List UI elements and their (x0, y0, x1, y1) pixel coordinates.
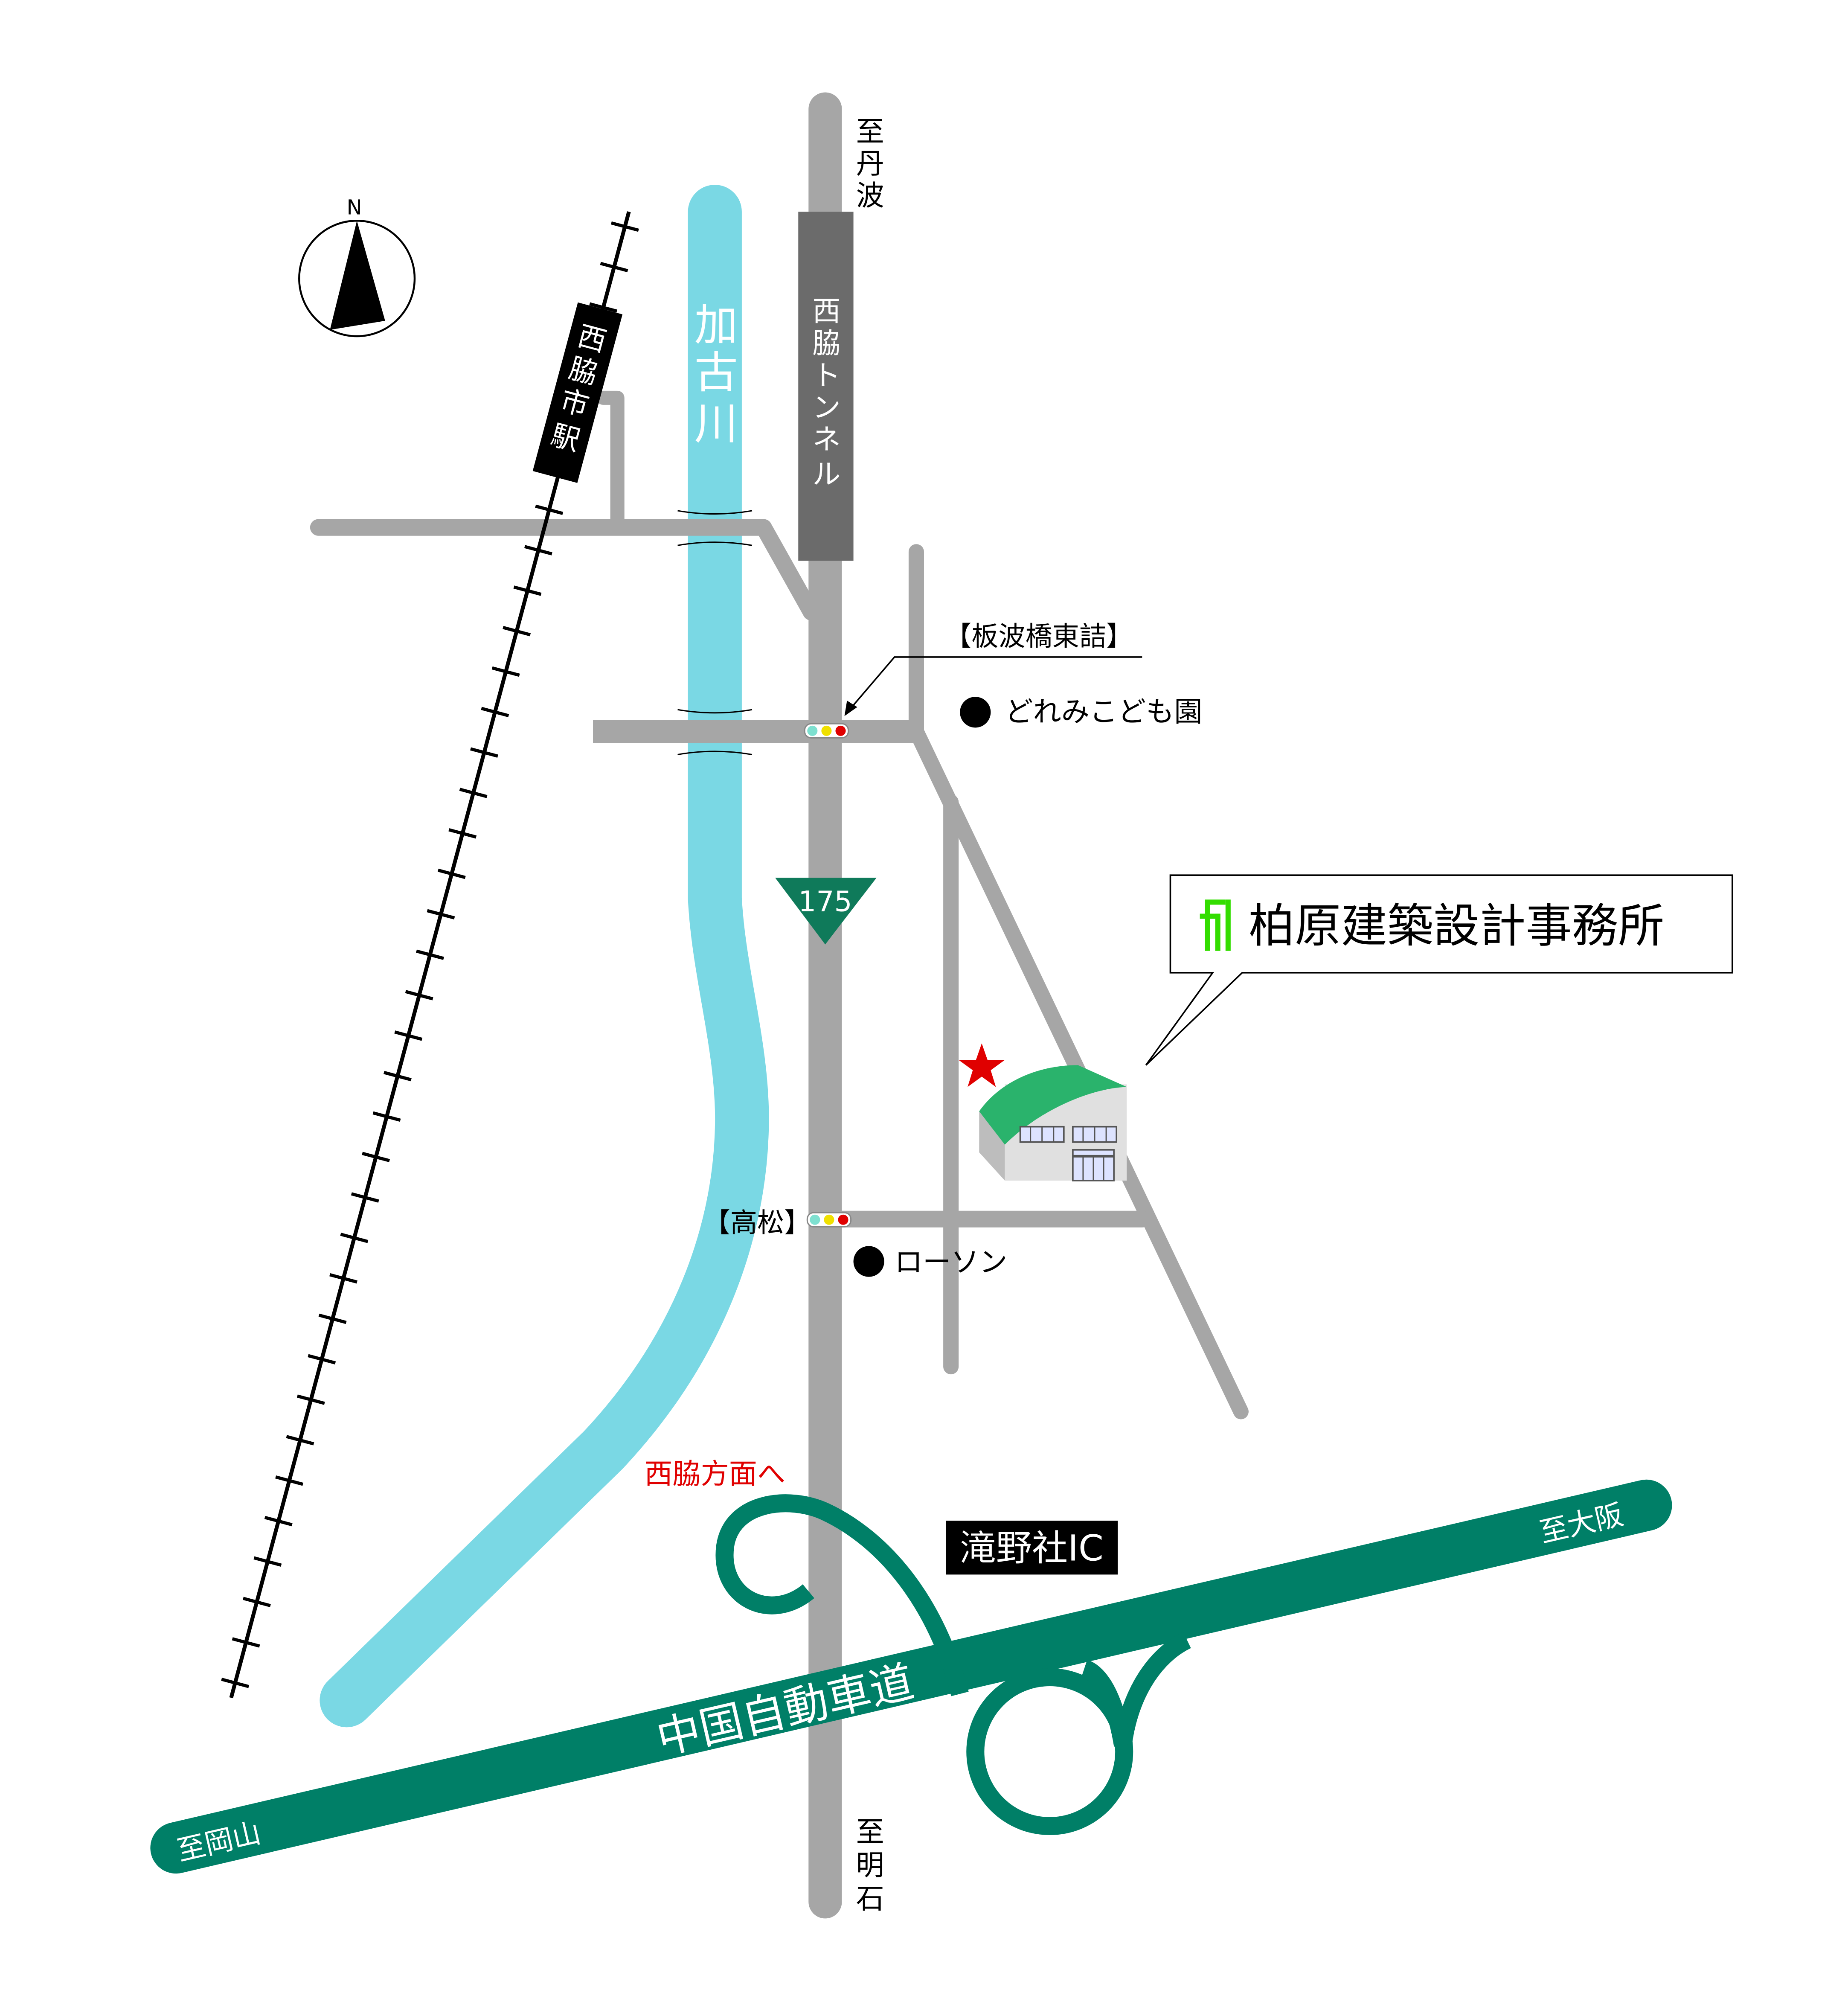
railway-tie (394, 1030, 423, 1041)
svg-text:滝野社IC: 滝野社IC (960, 1527, 1104, 1569)
railway-tie (329, 1273, 357, 1284)
railway-tie (372, 1111, 401, 1122)
svg-text:古: 古 (694, 347, 738, 398)
svg-text:石: 石 (856, 1882, 884, 1915)
tunnel-label: 西 脇 ト ン ネ ル (812, 295, 840, 491)
svg-text:丹: 丹 (856, 147, 884, 180)
railway-tie (491, 666, 520, 677)
railway-tie (405, 990, 433, 1001)
railway-tie (589, 302, 618, 313)
kako-river (320, 185, 769, 1728)
traffic-light-icon (804, 723, 849, 739)
railway-tie (416, 949, 444, 960)
svg-text:西: 西 (812, 295, 840, 328)
railway-tie (448, 828, 477, 839)
compass-north-label: N (347, 195, 362, 219)
railway-tie (535, 504, 564, 515)
svg-text:加: 加 (694, 300, 738, 351)
expressway-label: 中国自動車道 (652, 1656, 918, 1765)
railway-tie (524, 545, 552, 556)
chugoku-expressway (150, 1479, 1672, 1874)
railway-tie (243, 1597, 271, 1607)
svg-text:至: 至 (856, 115, 884, 148)
kashihara-logo-icon (1200, 899, 1231, 951)
railway-tie (383, 1071, 412, 1082)
svg-text:脇: 脇 (812, 327, 840, 360)
railway-tie (600, 262, 628, 273)
takamatsu-intersection-label: 【高松】 (703, 1207, 811, 1238)
svg-text:波: 波 (856, 179, 884, 212)
railway-tie (362, 1152, 390, 1162)
office-name: 柏原建築設計事務所 (1249, 899, 1664, 953)
route-175-sign: 175 (775, 878, 877, 945)
railway-tie (296, 1394, 325, 1405)
landmark-dot-icon (960, 697, 991, 728)
railway-tie (503, 626, 531, 637)
bridges (677, 510, 753, 755)
railway-tie (610, 221, 639, 232)
railway-tie (427, 909, 455, 920)
svg-text:川: 川 (694, 399, 738, 450)
svg-text:ン: ン (812, 391, 840, 424)
railway-tie (351, 1192, 379, 1203)
kindergarten-label: どれみこども園 (1005, 695, 1202, 728)
railway-tie (286, 1435, 314, 1446)
north-compass-icon: N (298, 195, 416, 337)
railway-tie (253, 1556, 282, 1567)
itanami-intersection-label: 【板波橋東詰】 (944, 620, 1133, 652)
to-tanba-label: 至 丹 波 (856, 115, 884, 212)
railway-tie (513, 585, 542, 596)
nishiwaki-direction-label: 西脇方面へ (644, 1457, 785, 1490)
railway-tie (264, 1516, 293, 1527)
railway-tie (437, 868, 466, 879)
interchange-ramps (715, 1494, 1191, 1835)
railway-tie (308, 1354, 336, 1364)
office-building-icon (979, 1065, 1127, 1181)
railway-tie (470, 747, 498, 758)
svg-text:ト: ト (812, 359, 840, 392)
svg-text:ネ: ネ (812, 423, 840, 456)
local-roads (310, 390, 1249, 1420)
traffic-light-icon (806, 1212, 852, 1228)
to-akashi-label: 至 明 石 (856, 1815, 884, 1915)
nishiwaki-tunnel (798, 212, 854, 561)
landmark-dot-icon (853, 1246, 884, 1277)
takinoyashiro-ic-label: 滝野社IC (946, 1521, 1118, 1575)
svg-text:ル: ル (812, 458, 840, 491)
railway-tie (340, 1233, 369, 1243)
svg-text:175: 175 (798, 885, 852, 918)
lawson-label: ローソン (895, 1246, 1008, 1279)
svg-text:至: 至 (856, 1815, 884, 1848)
nishiwaki-station: 西 脇 市 駅 (532, 302, 623, 483)
railway-tie (275, 1475, 304, 1486)
railway-tie (318, 1313, 347, 1324)
railway-tie (232, 1637, 260, 1648)
arrow-icon (844, 701, 857, 716)
railway-tie (221, 1678, 250, 1688)
svg-text:明: 明 (856, 1849, 884, 1882)
red-star-icon (959, 1043, 1005, 1087)
river-label: 加 古 川 (694, 300, 738, 450)
pointer-line (849, 656, 1142, 710)
railway-tie (481, 707, 509, 718)
office-callout: 柏原建築設計事務所 (1145, 874, 1733, 1066)
railway-tie (459, 788, 488, 798)
